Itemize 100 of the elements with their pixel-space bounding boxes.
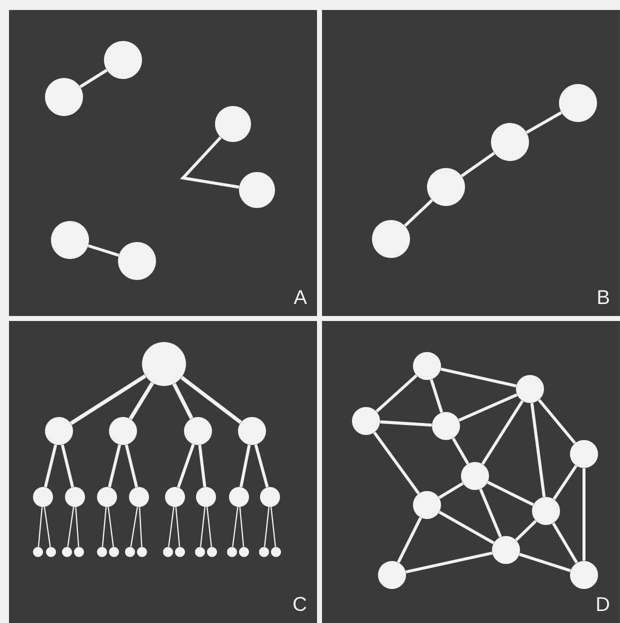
connector-line <box>406 552 492 574</box>
circle-node <box>97 547 107 557</box>
connector-line <box>270 507 276 547</box>
connector-line <box>373 432 420 494</box>
circle-node <box>516 375 544 403</box>
connector-line <box>79 68 108 88</box>
connector-line <box>180 376 242 424</box>
connector-line <box>175 507 180 547</box>
connector-line <box>239 507 244 547</box>
connector-line <box>582 468 586 561</box>
connector-line <box>438 482 464 499</box>
circle-node <box>229 487 249 507</box>
connector-line <box>124 444 138 488</box>
circle-node <box>196 487 216 507</box>
circle-node <box>259 547 269 557</box>
connector-line <box>128 382 154 420</box>
circle-node <box>118 242 156 280</box>
circle-node <box>33 547 43 557</box>
circle-node <box>570 561 598 589</box>
connector-line <box>138 507 142 547</box>
circle-node <box>109 547 119 557</box>
circle-node <box>239 172 275 208</box>
connector-line <box>440 368 516 388</box>
connector-line <box>515 520 537 542</box>
connector-line <box>44 444 58 488</box>
circle-node <box>62 547 72 557</box>
circle-node <box>97 487 117 507</box>
connector-line <box>88 244 120 257</box>
connector-line <box>452 438 470 464</box>
circle-node <box>491 123 529 161</box>
circle-node <box>51 221 89 259</box>
circle-node <box>532 497 560 525</box>
connector-line <box>38 507 43 547</box>
circle-node <box>46 547 56 557</box>
circle-node <box>74 547 84 557</box>
panel: B <box>322 10 620 316</box>
connector-line <box>458 393 518 422</box>
circle-node <box>142 342 186 386</box>
circle-node <box>352 407 380 435</box>
circle-node <box>271 547 281 557</box>
circle-node <box>195 547 205 557</box>
connector-line <box>530 402 546 498</box>
connector-line <box>404 199 434 227</box>
connector-line <box>438 510 494 544</box>
connector-line <box>264 507 270 547</box>
circle-node <box>239 547 249 557</box>
connector-line <box>44 507 51 547</box>
circle-node <box>215 106 251 142</box>
circle-node <box>33 487 53 507</box>
connector-line <box>240 444 251 488</box>
connector-line <box>168 507 174 547</box>
circle-node <box>65 487 85 507</box>
connector-line <box>519 552 571 572</box>
circle-node <box>175 547 185 557</box>
connector-line <box>430 379 444 413</box>
connector-line <box>206 507 212 547</box>
circle-node <box>184 417 212 445</box>
connector-line <box>198 444 206 488</box>
connector-line <box>552 464 578 500</box>
connector-line <box>526 111 562 134</box>
circle-node <box>163 547 173 557</box>
circle-node <box>125 547 135 557</box>
circle-node <box>109 417 137 445</box>
connector-line <box>70 374 146 425</box>
connector-line <box>481 400 524 465</box>
connector-line <box>130 506 138 547</box>
connector-line <box>172 382 194 420</box>
circle-node <box>129 487 149 507</box>
connector-line <box>487 480 534 506</box>
connector-line <box>397 517 422 563</box>
connector-line <box>479 488 502 538</box>
circle-node <box>227 547 237 557</box>
connector-line <box>200 507 206 547</box>
circle-node <box>372 220 410 258</box>
circle-node <box>570 440 598 468</box>
connector-line <box>376 374 418 413</box>
connector-line <box>180 136 240 189</box>
connector-line <box>254 444 269 488</box>
panel: A <box>9 10 317 316</box>
connector-line <box>552 522 578 564</box>
circle-node <box>238 417 266 445</box>
circle-node <box>427 168 465 206</box>
circle-node <box>378 561 406 589</box>
circle-node <box>461 462 489 490</box>
circle-node <box>432 412 460 440</box>
connector-line <box>538 398 576 444</box>
circle-node <box>559 84 597 122</box>
circle-node <box>104 41 142 79</box>
connector-line <box>232 507 238 547</box>
circle-node <box>165 487 185 507</box>
connector-line <box>108 507 114 547</box>
circle-node <box>207 547 217 557</box>
circle-node <box>413 352 441 380</box>
connector-line <box>460 152 496 178</box>
connector-line <box>380 420 432 427</box>
connector-line <box>102 507 107 547</box>
connector-line <box>67 507 74 547</box>
connector-line <box>108 444 122 488</box>
connector-line <box>60 444 74 488</box>
circle-node <box>45 78 83 116</box>
